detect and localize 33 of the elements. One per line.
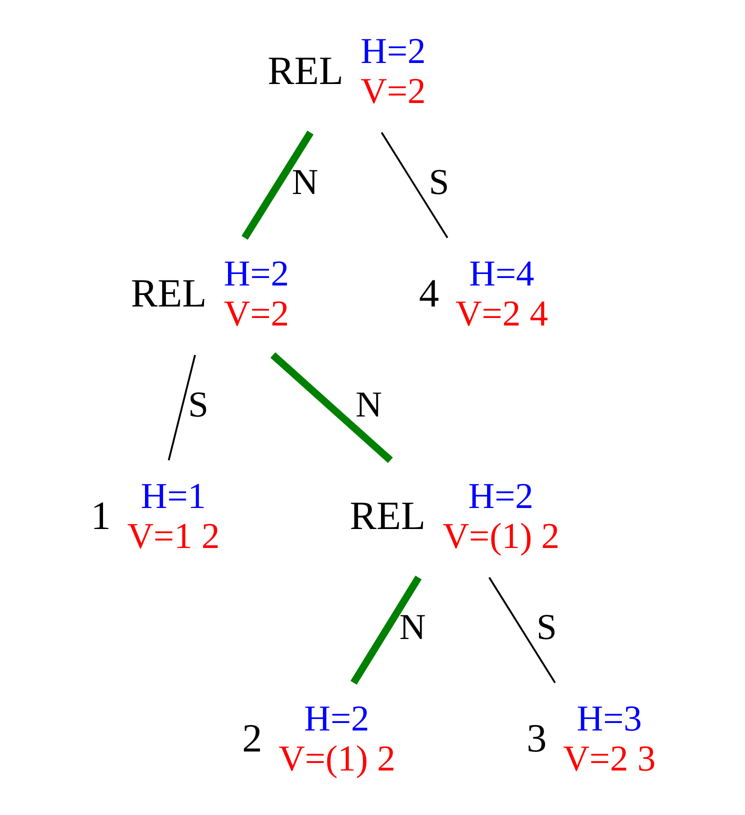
connector: [350, 576, 422, 685]
node-label: H=2: [468, 476, 534, 516]
node-label: H=3: [576, 698, 642, 738]
node-label: V=1 2: [127, 516, 220, 556]
node-text: 4: [419, 270, 440, 316]
node-label: H=2: [360, 30, 426, 71]
connector: [168, 354, 196, 460]
node-label: V=(1) 2: [278, 738, 396, 778]
node-label: H=2: [304, 698, 370, 738]
node-text: REL: [268, 48, 344, 93]
edge-label: N: [399, 607, 426, 648]
connector: [242, 130, 314, 240]
node-label: V=2 3: [563, 738, 656, 778]
edge-label: S: [536, 607, 557, 648]
node-text: REL: [350, 492, 426, 538]
connector: [488, 577, 556, 684]
node-label: H=4: [469, 253, 534, 294]
node-label: V=2: [360, 70, 426, 111]
connector: [380, 132, 448, 238]
node-text: 2: [242, 715, 262, 760]
node-label: V=(1) 2: [442, 516, 560, 556]
node-label: H=1: [140, 476, 206, 516]
node-text: REL: [130, 270, 207, 316]
edge-label: N: [292, 162, 318, 202]
node-label: H=2: [224, 253, 290, 294]
node-label: V=2: [224, 293, 290, 334]
edge-label: S: [188, 384, 208, 425]
node-text: 1: [90, 492, 111, 538]
connector: [270, 352, 393, 463]
edge-label: S: [428, 162, 450, 202]
edge-label: N: [356, 384, 382, 425]
node-label: V=2 4: [455, 293, 548, 334]
node-text: 3: [526, 715, 547, 760]
